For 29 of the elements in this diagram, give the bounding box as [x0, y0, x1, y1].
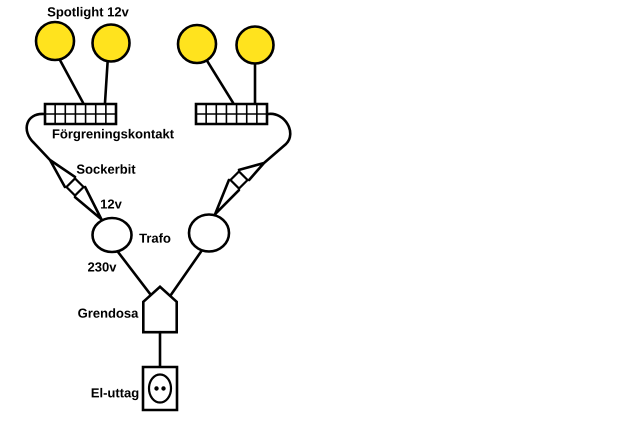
wire: [117, 251, 152, 296]
label: Grendosa: [78, 308, 138, 318]
label: El-uttag: [92, 388, 138, 400]
wire: [158, 330, 162, 367]
label: 12v: [100, 199, 122, 209]
wire: [25, 112, 76, 188]
label: Spotlight 12v: [48, 6, 129, 20]
label: Trafo: [139, 233, 170, 243]
transformer-circle: [188, 213, 230, 253]
terminal-block: [194, 102, 268, 126]
label: Sockerbit: [76, 164, 136, 174]
lamp-circle: [34, 20, 76, 62]
wire: [170, 250, 202, 296]
lamp-circle: [235, 25, 275, 65]
wire: [58, 59, 84, 104]
wire: [254, 64, 256, 104]
lamp-circle: [176, 24, 218, 64]
wire: [238, 112, 292, 182]
label: Förgreningskontakt: [52, 128, 174, 142]
wire: [74, 186, 103, 221]
transformer-circle: [91, 216, 133, 254]
wire: [214, 178, 240, 216]
wall-socket: [142, 366, 178, 412]
terminal-block: [44, 102, 118, 126]
wire: [104, 61, 109, 104]
label: 230v: [88, 262, 116, 272]
wire: [206, 60, 234, 104]
lamp-circle: [91, 23, 131, 63]
junction-box: [142, 285, 178, 334]
